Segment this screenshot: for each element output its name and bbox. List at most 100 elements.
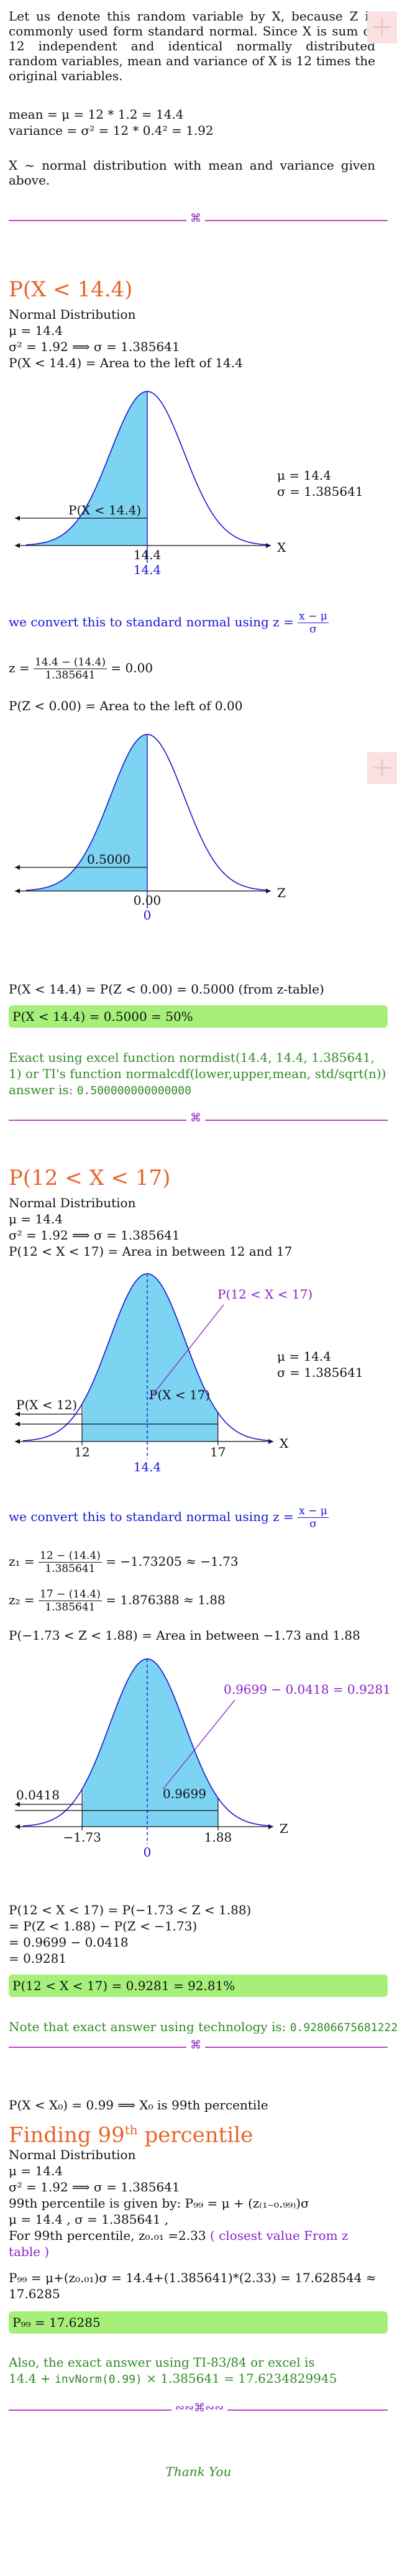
callout-label: 0.9699 − 0.0418 = 0.9281	[224, 1682, 391, 1697]
part2-area-desc: P(12 < X < 17) = Area in between 12 and …	[9, 1244, 293, 1259]
left-label: 0.0418	[16, 1788, 60, 1802]
sigma-label: σ = 1.385641	[277, 1365, 363, 1380]
part3-normal-dist: Normal Distribution	[9, 2147, 136, 2162]
left-label-arrowhead	[15, 1412, 20, 1417]
part3-exact-1: Also, the exact answer using TI-83/84 or…	[9, 2355, 315, 2370]
part2-calc-4: = 0.9281	[9, 1951, 67, 1966]
shaded-area	[26, 391, 147, 546]
part1-result-line: P(X < 14.4) = P(Z < 0.00) = 0.5000 (from…	[9, 982, 324, 997]
graph1-normal-curve: P(X < 14.4) 14.414.4 Xμ = 14.4σ = 1.385641	[15, 391, 363, 577]
left-label-arrowhead	[15, 1802, 20, 1807]
part1-area-desc: P(X < 14.4) = Area to the left of 14.4	[9, 355, 243, 370]
shaded-area	[82, 1274, 218, 1441]
mean-line: mean = μ = 12 * 1.2 = 14.4	[9, 107, 184, 122]
part2-calc-1: P(12 < X < 17) = P(−1.73 < Z < 1.88)	[9, 1902, 252, 1917]
axis-arrow-left	[15, 888, 20, 893]
callout-label: P(12 < X < 17)	[217, 1287, 313, 1302]
tick-mean-blue: 0	[144, 1845, 152, 1860]
x-distribution-line: X ~ normal distribution with mean and va…	[9, 158, 375, 188]
axis-arrow-left	[15, 1824, 20, 1829]
part3-p99-line-2: 17.6285	[9, 2286, 60, 2301]
part1-exact-value: 0.500000000000000	[76, 1084, 191, 1097]
part2-normal-dist: Normal Distribution	[9, 1195, 136, 1210]
callout-line	[162, 1699, 235, 1790]
part2-z2-calc: z₂ = 17 − (14.4)1.385641 = 1.876388 ≈ 1.…	[9, 1588, 226, 1614]
graph4-standard-between: 0.0418 0.9699 0.9699 − 0.0418 = 0.9281 −1.7…	[15, 1658, 391, 1860]
part3-for-text: For 99th percentile, z₀.₀₁ =2.33 ( close…	[9, 2228, 349, 2243]
part2-sigma: σ² = 1.92 ⟹ σ = 1.385641	[9, 1228, 180, 1243]
part1-z-calc: z = 14.4 − (14.4)1.385641 = 0.00	[9, 656, 153, 682]
part3-sigma: σ² = 1.92 ⟹ σ = 1.385641	[9, 2180, 180, 2195]
part2-convert-text: we convert this to standard normal using…	[9, 1505, 329, 1530]
percentile-definition: P(X < X₀) = 0.99 ⟹ X₀ is 99th percentile	[9, 2098, 268, 2112]
mu-label: μ = 14.4	[277, 1349, 331, 1364]
shade-label: 0.5000	[87, 852, 130, 867]
axis-label: Z	[280, 1821, 288, 1836]
tick-left: −1.73	[63, 1830, 101, 1845]
part1-sigma: σ² = 1.92 ⟹ σ = 1.385641	[9, 339, 180, 354]
part3-mu: μ = 14.4	[9, 2163, 63, 2178]
part1-exact-1: Exact using excel function normdist(14.4…	[9, 1050, 375, 1065]
intro-paragraph: Let us denote this random variable by X,…	[9, 9, 375, 83]
part2-note: Note that exact answer using technology …	[9, 2018, 397, 2037]
axis-arrow-right	[268, 1824, 273, 1829]
shaded-area	[82, 1659, 218, 1827]
watermark-stamp	[367, 11, 397, 43]
axis-label: Z	[277, 885, 286, 900]
tick-mean-blue: 14.4	[134, 562, 162, 577]
part1-title: P(X < 14.4)	[9, 277, 133, 302]
watermark-stamp-2	[367, 752, 397, 784]
part3-exact-2: 14.4 + invNorm(0.99) × 1.385641 = 17.623…	[9, 2371, 337, 2386]
axis-label: X	[280, 1436, 289, 1451]
tick-mean-blue: 14.4	[134, 1459, 162, 1474]
axis-arrow-right	[266, 543, 271, 548]
tick-right: 1.88	[204, 1830, 232, 1845]
axis-label: X	[277, 540, 286, 555]
part2-z-area: P(−1.73 < Z < 1.88) = Area in between −1…	[9, 1628, 360, 1643]
part2-calc-2: = P(Z < 1.88) − P(Z < −1.73)	[9, 1919, 198, 1934]
separator-ornament: ⌘	[186, 212, 205, 225]
part2-z1-calc: z₁ = 12 − (14.4)1.385641 = −1.73205 ≈ −1…	[9, 1550, 239, 1575]
tick-mean: 0.00	[134, 893, 162, 908]
part3-formula: 99th percentile is given by: P₉₉ = μ + (…	[9, 2196, 309, 2211]
shade-label-arrowhead	[15, 516, 20, 521]
axis-arrow-right	[266, 888, 271, 893]
part3-closest-2: table )	[9, 2244, 50, 2259]
tick-mean: 14.4	[134, 547, 162, 562]
graph3-normal-between: P(X < 12) P(X < 17) P(12 < X < 17) 12 17 14.4…	[15, 1273, 363, 1474]
tick-right: 17	[210, 1445, 226, 1459]
axis-arrow-right	[268, 1439, 273, 1444]
part1-z-area: P(Z < 0.00) = Area to the left of 0.00	[9, 698, 243, 713]
tick-left: 12	[74, 1445, 89, 1459]
part2-note-value: 0.928066756812222	[290, 2021, 397, 2034]
part2-calc-3: = 0.9699 − 0.0418	[9, 1935, 129, 1950]
left-label: P(X < 12)	[16, 1397, 77, 1412]
part3-highlight: P₉₉ = 17.6285	[9, 2311, 388, 2334]
sigma-label: σ = 1.385641	[277, 484, 363, 499]
part1-convert-text: we convert this to standard normal using…	[9, 610, 329, 636]
part1-highlight: P(X < 14.4) = 0.5000 = 50%	[9, 1005, 388, 1028]
separator-ornament-3: ⌘	[186, 2039, 205, 2052]
part3-given: μ = 14.4 , σ = 1.385641 ,	[9, 2212, 169, 2227]
part3-title: Finding 99th percentile	[9, 2122, 253, 2148]
shade-label: P(X < 14.4)	[68, 503, 141, 518]
mid-label-arrowhead	[15, 1422, 20, 1427]
variance-line: variance = σ² = 12 * 0.4² = 1.92	[9, 123, 214, 138]
axis-arrow-left	[15, 1439, 20, 1444]
part1-exact-2: 1) or TI's function normalcdf(lower,uppe…	[9, 1066, 386, 1081]
part3-p99-line-1: P₉₉ = μ+(z₀.₀₁)σ = 14.4+(1.385641)*(2.33…	[9, 2270, 376, 2285]
mu-label: μ = 14.4	[277, 468, 331, 483]
part1-exact-3: answer is: 0.500000000000000	[9, 1082, 191, 1097]
shade-label-arrowhead	[15, 865, 20, 870]
axis-arrow-left	[15, 543, 20, 548]
part1-mu: μ = 14.4	[9, 323, 63, 338]
mid-label: 0.9699	[163, 1786, 206, 1801]
mid-label: P(X < 17)	[149, 1387, 210, 1402]
part1-normal-dist: Normal Distribution	[9, 307, 136, 322]
shaded-area	[26, 734, 147, 891]
callout-line	[148, 1304, 224, 1400]
part2-highlight: P(12 < X < 17) = 0.9281 = 92.81%	[9, 1975, 388, 1997]
separator-ornament-4: ∾∾⌘∾∾	[171, 2401, 228, 2414]
thank-you: Thank You	[165, 2464, 232, 2479]
